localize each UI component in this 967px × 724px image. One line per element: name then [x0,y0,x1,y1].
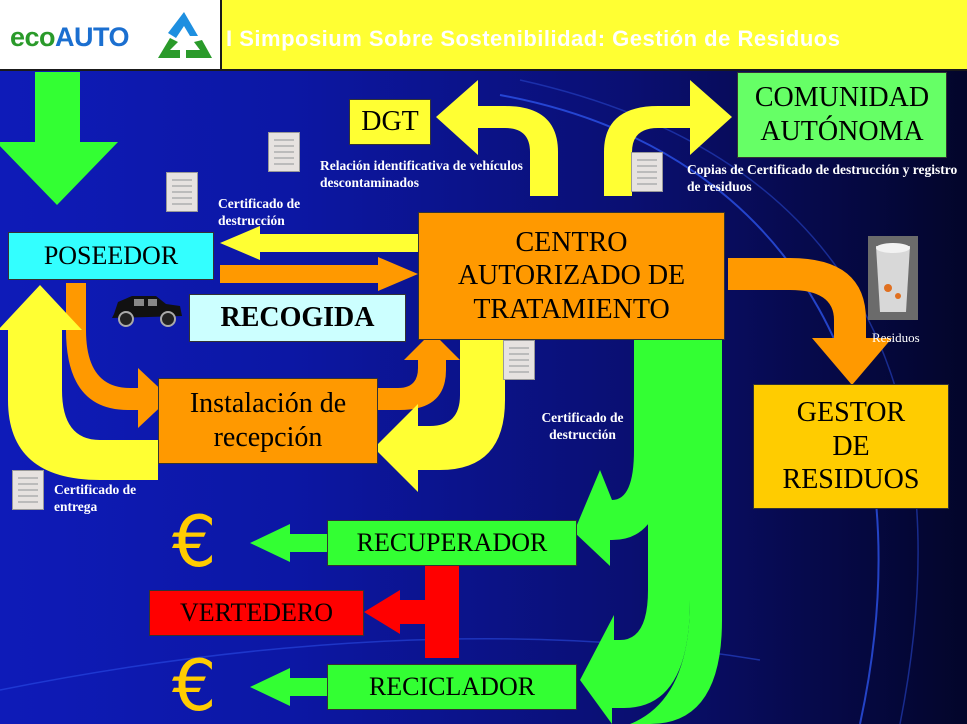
reciclador-box: RECICLADOR [327,664,577,710]
arrow-centro-to-reciclador [580,340,690,724]
euro-icon-recuperador: € [172,501,217,583]
recuperador-box: RECUPERADOR [327,520,577,566]
arrow-centro-to-poseedor [220,226,418,260]
waste-bin-icon [868,236,918,320]
recycle-logo-icon [158,12,212,58]
arrow-poseedor-to-centro [220,257,418,291]
arrow-centro-to-comunidad [604,80,732,196]
logo-area: ecoAUTO [0,0,222,71]
relacion-label: Relación identificativa de vehículos des… [320,158,523,190]
poseedor-box: POSEEDOR [8,232,214,280]
arrow-instalacion-to-poseedor [0,285,158,480]
header-title-bar: I Simposium Sobre Sostenibilidad: Gestió… [222,0,967,71]
arrow-instalacion-to-centro [378,332,460,410]
arrow-centro-to-gestor [728,258,892,385]
certificate-document-icon [631,152,663,192]
car-icon [112,296,182,327]
instalacion-recepcion-box: Instalación de recepción [158,378,378,464]
certificate-document-icon [503,340,535,380]
certificate-document-icon [166,172,198,212]
arrow-down-to-poseedor [0,72,118,205]
recogida-box: RECOGIDA [189,294,406,342]
centro-autorizado-box: CENTRO AUTORIZADO DE TRATAMIENTO [418,212,725,340]
certificate-document-icon [12,470,44,510]
arrow-poseedor-to-instalacion [66,283,170,428]
arrow-reciclador-to-euro [250,668,327,706]
arrow-to-vertedero [364,590,425,634]
arrow-centro-to-reciclador-tail [630,340,722,724]
arrow-centro-to-instalacion [374,340,505,492]
residuos-label: Residuos [872,330,920,345]
logo-auto: AUTO [55,22,130,52]
certificado-destruccion-mid-label: Certificado de destrucción [541,410,624,442]
copias-label: Copias de Certificado de destrucción y r… [687,162,958,194]
red-connector-vertical [425,566,459,658]
euro-icon-reciclador: € [172,645,217,724]
arrow-centro-to-dgt [436,80,558,196]
vertedero-box: VERTEDERO [149,590,364,636]
logo-text: ecoAUTO [10,22,130,53]
logo-eco: eco [10,22,56,52]
slide-title: I Simposium Sobre Sostenibilidad: Gestió… [226,26,841,51]
dgt-box: DGT [349,99,431,145]
arrow-recuperador-to-euro [250,524,327,562]
certificado-entrega-label: Certificado de entrega [54,482,137,514]
comunidad-autonoma-box: COMUNIDAD AUTÓNOMA [737,72,947,158]
gestor-residuos-box: GESTOR DE RESIDUOS [753,384,949,509]
certificate-document-icon [268,132,300,172]
certificado-destruccion-top-label: Certificado de destrucción [218,196,301,228]
arrow-centro-to-recuperador [574,340,664,566]
